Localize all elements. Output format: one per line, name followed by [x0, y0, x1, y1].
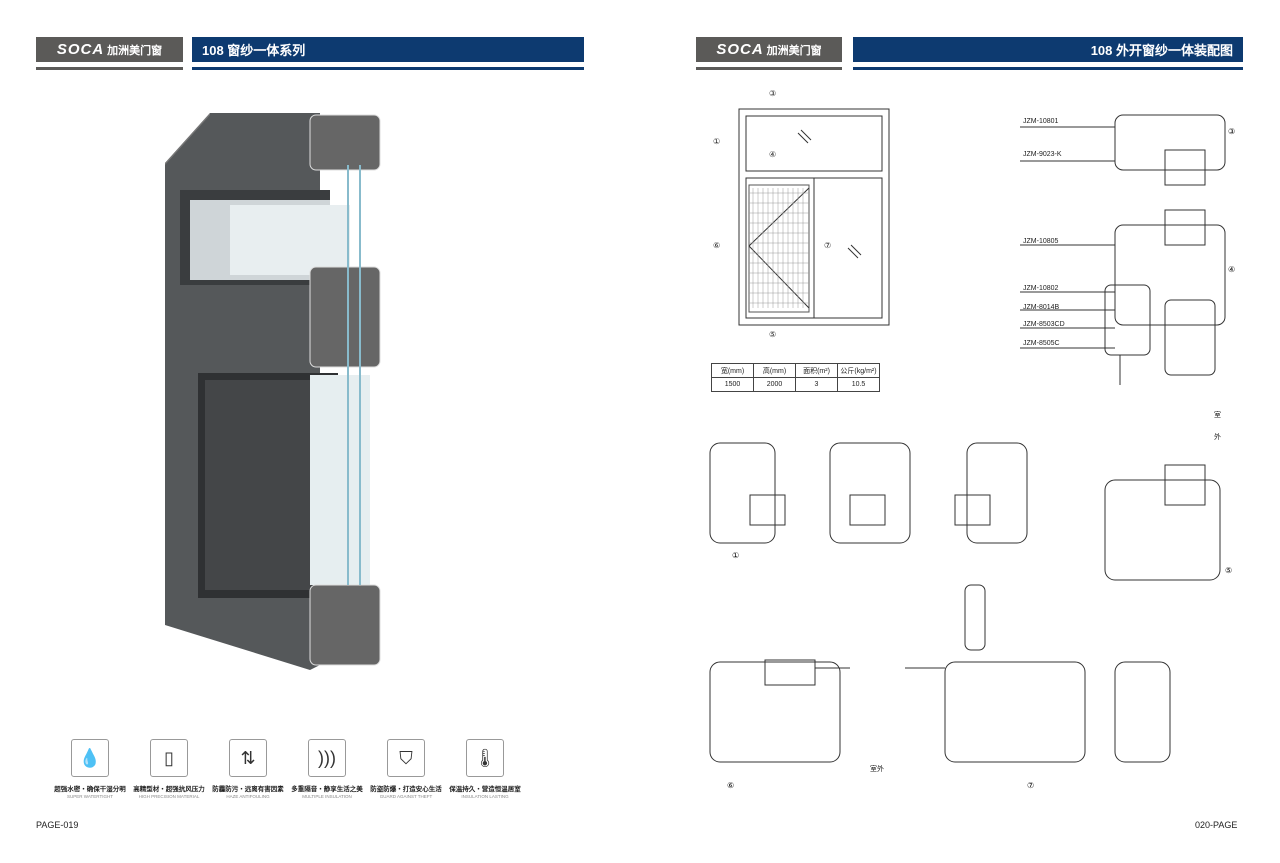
shield-icon: ⛉ — [387, 739, 425, 777]
window-elevation-drawing — [738, 108, 890, 326]
page-title: 108 外开窗纱一体装配图 — [853, 37, 1243, 62]
part-label: JZM-10805 — [1023, 238, 1059, 245]
part-label: JZM-8505C — [1023, 340, 1060, 347]
marker-1: ① — [713, 137, 721, 146]
marker-4: ④ — [769, 150, 777, 159]
window-section-render — [165, 113, 381, 670]
table-header: 高(mm) — [753, 363, 796, 378]
page-number: 020-PAGE — [1195, 820, 1238, 830]
divider — [192, 67, 584, 70]
sound-insulation-icon: ))) — [308, 739, 346, 777]
table-header: 面积(m²) — [795, 363, 838, 378]
water-drops-icon: 💧 — [71, 739, 109, 777]
table-cell: 3 — [795, 377, 838, 392]
marker-6: ⑥ — [713, 241, 721, 250]
marker-6: ⑥ — [727, 781, 734, 790]
table-cell: 2000 — [753, 377, 796, 392]
profile-sections: ① ⑤ ⑥ ⑦ — [709, 442, 1232, 790]
marker-5: ⑤ — [769, 330, 777, 339]
part-label: JZM-9023-K — [1023, 151, 1062, 158]
marker-7: ⑦ — [824, 241, 832, 250]
anti-fouling-icon: ⇅ — [229, 739, 267, 777]
part-label: JZM-8503CD — [1023, 321, 1065, 328]
table-cell: 1500 — [711, 377, 754, 392]
divider — [853, 67, 1243, 70]
outdoor-label: 外 — [1214, 434, 1221, 441]
profile-sections-3-4: ③ ④ — [1020, 114, 1235, 385]
marker-7: ⑦ — [1027, 781, 1034, 790]
room-outside-label: 室外 — [870, 766, 884, 773]
marker-3: ③ — [1228, 127, 1235, 136]
marker-1: ① — [732, 551, 739, 560]
material-icon: ▯ — [150, 739, 188, 777]
indoor-label: 室 — [1214, 412, 1221, 419]
part-label: JZM-10801 — [1023, 118, 1059, 125]
table-header: 宽(mm) — [711, 363, 754, 378]
table-header: 公斤(kg/m²) — [837, 363, 880, 378]
marker-4: ④ — [1228, 265, 1235, 274]
thermometer-icon: 🌡 — [466, 739, 504, 777]
marker-3: ③ — [769, 89, 777, 98]
table-cell: 10.5 — [837, 377, 880, 392]
page-title: 108 窗纱一体系列 — [192, 37, 584, 62]
divider — [696, 67, 842, 70]
page-number: PAGE-019 — [36, 820, 79, 830]
marker-5: ⑤ — [1225, 566, 1232, 575]
part-label: JZM-10802 — [1023, 285, 1059, 292]
divider — [36, 67, 183, 70]
part-label: JZM-8014B — [1023, 304, 1060, 311]
